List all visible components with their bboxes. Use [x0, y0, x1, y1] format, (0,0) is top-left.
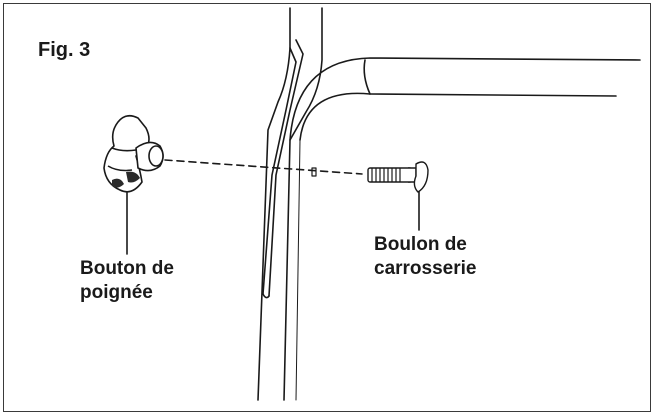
handle-knob-label-line1: Bouton de	[80, 258, 174, 279]
carriage-bolt-label-line1: Boulon de	[374, 234, 467, 255]
horizontal-frame-tube	[289, 57, 641, 141]
handle-knob-icon	[103, 114, 164, 193]
side-rail	[262, 39, 304, 299]
figure-frame	[3, 3, 651, 412]
frame-hole	[311, 167, 317, 177]
carriage-bolt-label-line2: carrosserie	[374, 258, 477, 279]
handle-knob-label: Bouton de poignée	[80, 257, 174, 305]
alignment-dashed-line	[164, 159, 363, 175]
vertical-frame-tube	[257, 7, 323, 401]
carriage-bolt-icon	[367, 161, 429, 193]
carriage-bolt-label: Boulon de carrosserie	[374, 233, 476, 281]
handle-knob-label-line2: poignée	[80, 282, 153, 303]
figure-title: Fig. 3	[38, 39, 91, 61]
